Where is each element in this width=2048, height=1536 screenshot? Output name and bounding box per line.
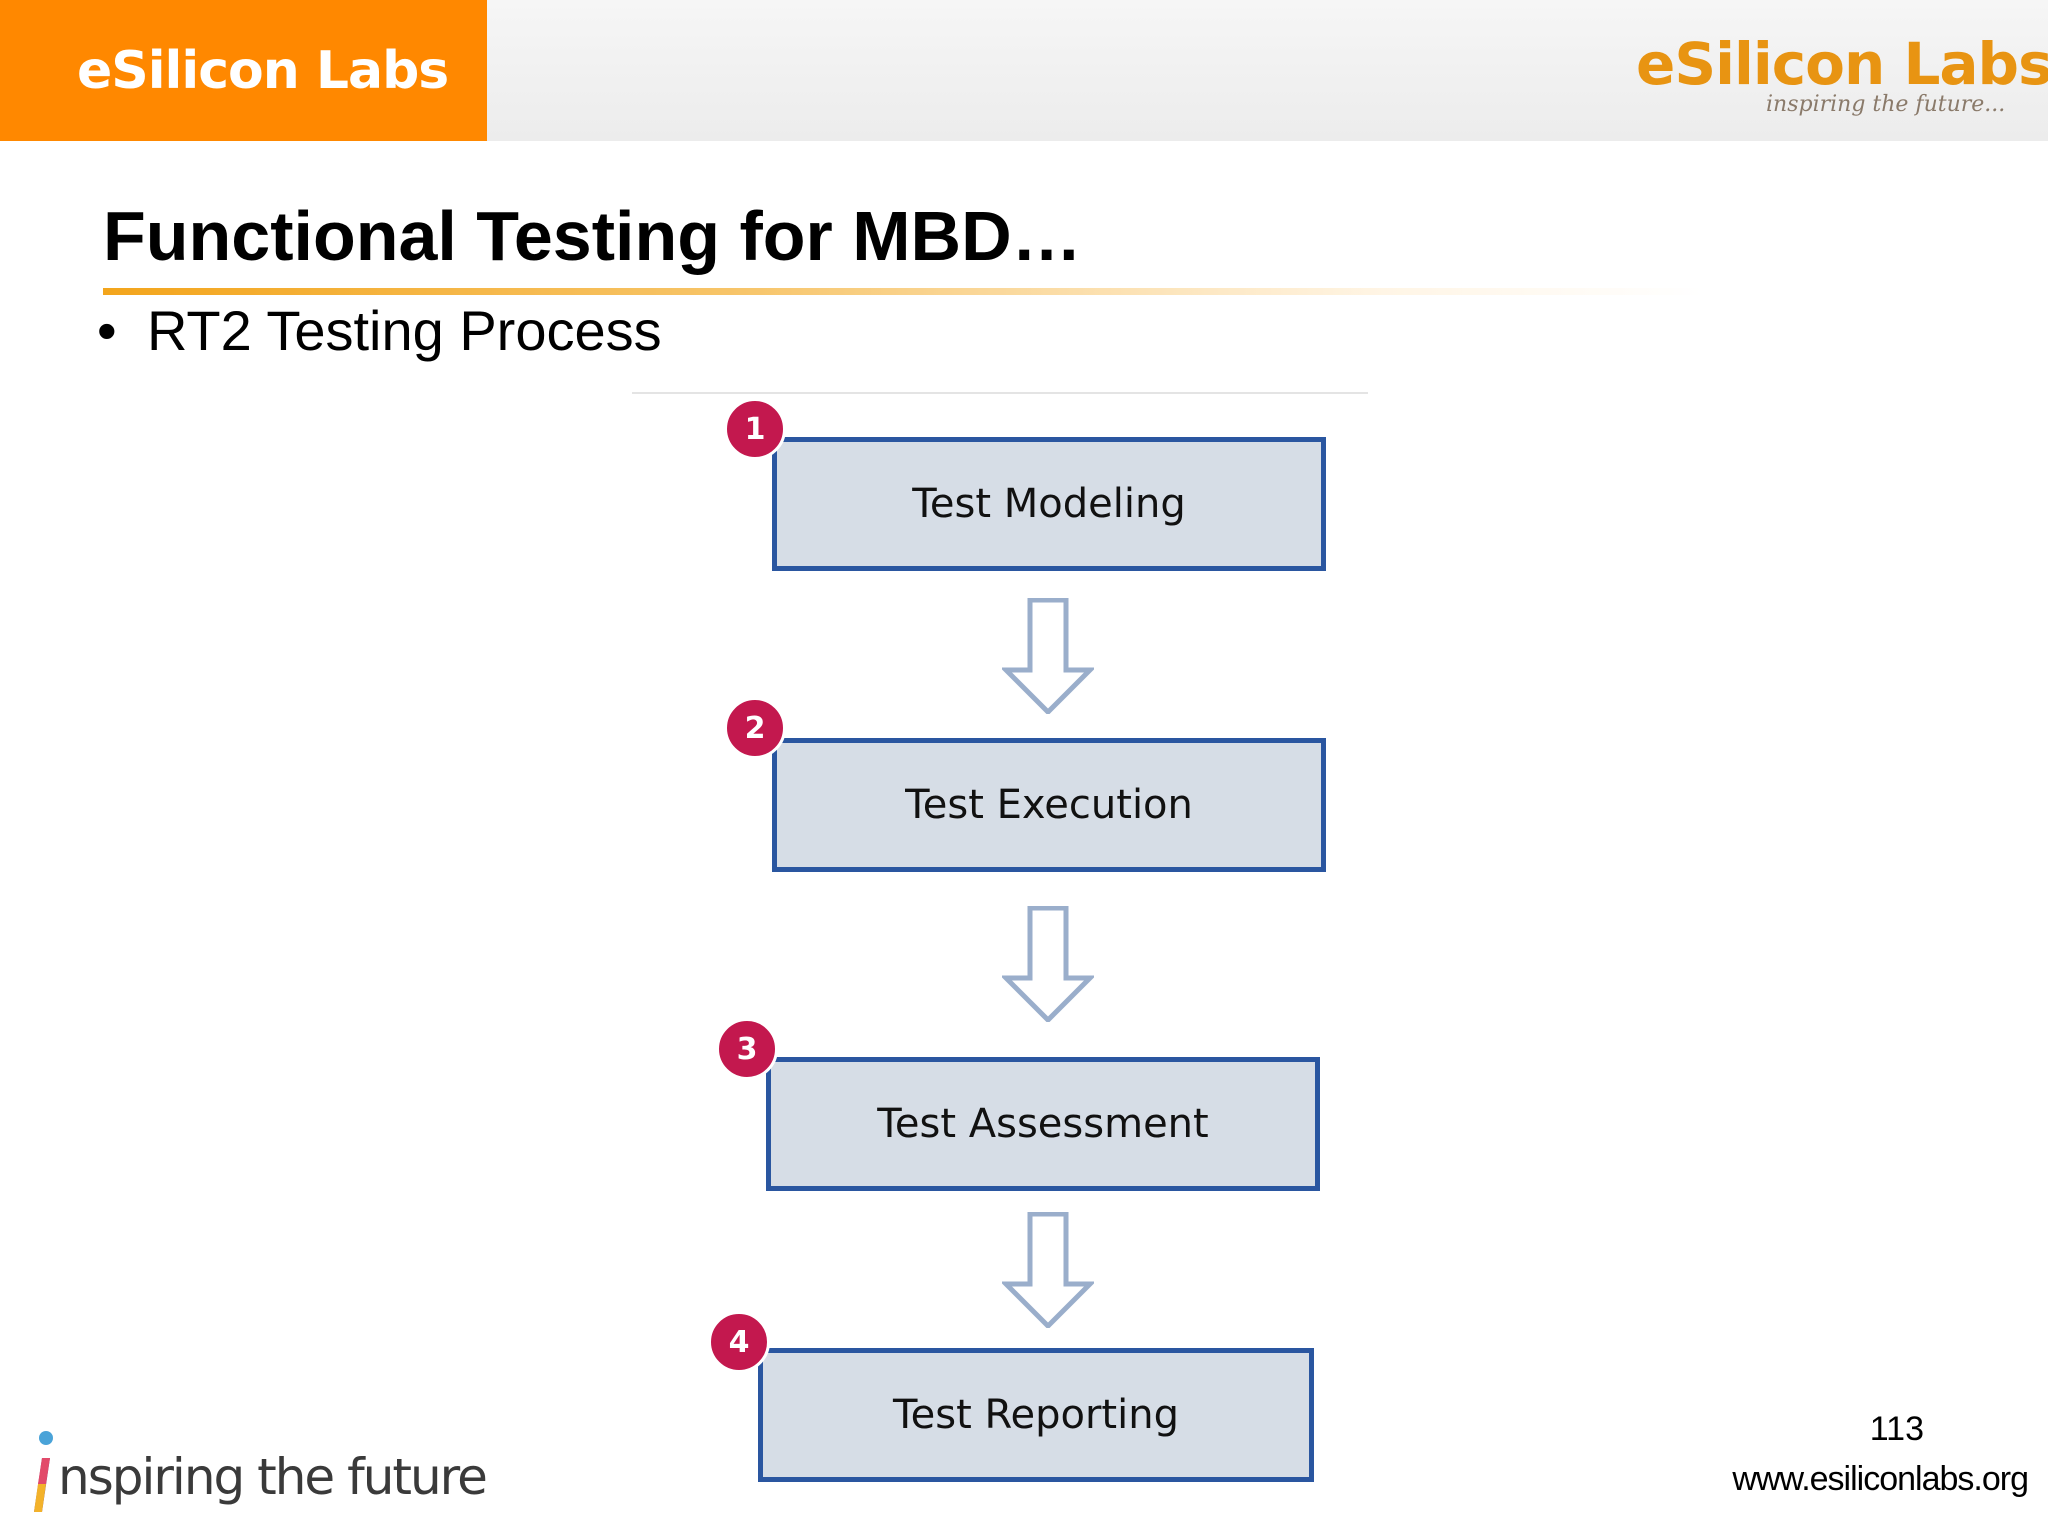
website-url: www.esiliconlabs.org [1732,1460,2029,1498]
step-box-test-assessment: Test Assessment [766,1057,1320,1191]
bullet-item: • RT2 Testing Process [97,298,662,363]
bullet-icon: • [97,299,117,362]
step-box-test-modeling: Test Modeling [772,437,1326,571]
brand-tab: eSilicon Labs [0,0,487,141]
brand-tab-label: eSilicon Labs [77,40,449,101]
step-number-badge: 2 [724,697,786,759]
i-logo-icon [34,1431,53,1512]
down-arrow-icon [1002,598,1094,714]
down-arrow-icon [1002,906,1094,1022]
step-number-badge: 3 [716,1018,778,1080]
footer-tagline-text: nspiring the future [58,1448,488,1506]
step-number-badge: 1 [724,398,786,460]
diagram-top-rule [632,392,1368,394]
slide-title: Functional Testing for MBD… [103,197,1082,275]
logo-text: eSilicon Labs [1636,30,2048,98]
logo-tagline: inspiring the future... [1766,92,2006,117]
down-arrow-icon [1002,1212,1094,1328]
step-label: Test Execution [905,782,1193,828]
title-underline [103,288,1703,295]
step-box-test-execution: Test Execution [772,738,1326,872]
bullet-text: RT2 Testing Process [147,299,662,362]
page-number: 113 [1869,1410,1924,1448]
step-label: Test Reporting [893,1392,1179,1438]
step-label: Test Assessment [877,1101,1209,1147]
step-box-test-reporting: Test Reporting [758,1348,1314,1482]
step-label: Test Modeling [912,481,1186,527]
step-number-badge: 4 [708,1311,770,1373]
company-logo: eSilicon Labs inspiring the future... [1636,30,2048,130]
